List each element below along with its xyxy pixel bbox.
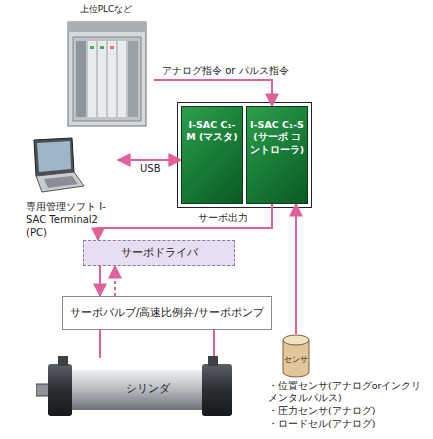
edge-label: サーボ出力 — [196, 211, 250, 225]
signal-line — [213, 330, 215, 358]
sensor: センサ — [280, 334, 312, 378]
controller-housing — [178, 103, 312, 208]
hydraulic-cylinder: シリンダ — [36, 354, 240, 424]
master-controller: I-SAC C₁-M (マスタ) — [181, 106, 243, 204]
laptop-illustration — [22, 136, 118, 202]
sensor-note: ・位置センサ(アナログorインクリメンタルパルス) — [268, 380, 428, 405]
valve-box: サーボバルブ/高速比例弁/サーボポンプ — [62, 296, 272, 330]
plc-illustration — [58, 4, 154, 130]
node-text: サーボバルブ/高速比例弁/サーボポンプ — [70, 306, 264, 320]
signal-line — [295, 204, 297, 334]
node-text: 上位PLCなど — [58, 4, 154, 16]
node-text: 専用管理ソフト I-SAC Terminal2 (PC) — [26, 200, 118, 239]
sensor-note: ・ロードセル(アナログ) — [268, 418, 375, 430]
signal-line — [118, 159, 181, 161]
plc-unit: 上位PLCなど — [58, 4, 154, 130]
signal-line — [99, 266, 101, 296]
signal-line — [99, 330, 101, 358]
sensor-note: ・圧力センサ(アナログ) — [268, 405, 375, 417]
node-text: サーボドライバ — [121, 246, 198, 260]
signal-line — [114, 266, 116, 296]
edge-label: USB — [138, 163, 163, 174]
node-text: センサ — [284, 355, 308, 365]
signal-line — [98, 204, 272, 240]
node-text: I-SAC C₁-M (マスタ) — [184, 119, 240, 144]
node-text: I-SAC C₁-S (サーボ コントローラ) — [249, 119, 305, 156]
servo-driver: サーボドライバ — [83, 240, 235, 266]
pc-software: 専用管理ソフト I-SAC Terminal2 (PC) — [22, 136, 118, 246]
signal-line — [154, 80, 272, 106]
edge-label: アナログ指令 or パルス指令 — [160, 64, 291, 78]
servo-controller: I-SAC C₁-S (サーボ コントローラ) — [246, 106, 308, 204]
node-text: シリンダ — [126, 382, 170, 396]
